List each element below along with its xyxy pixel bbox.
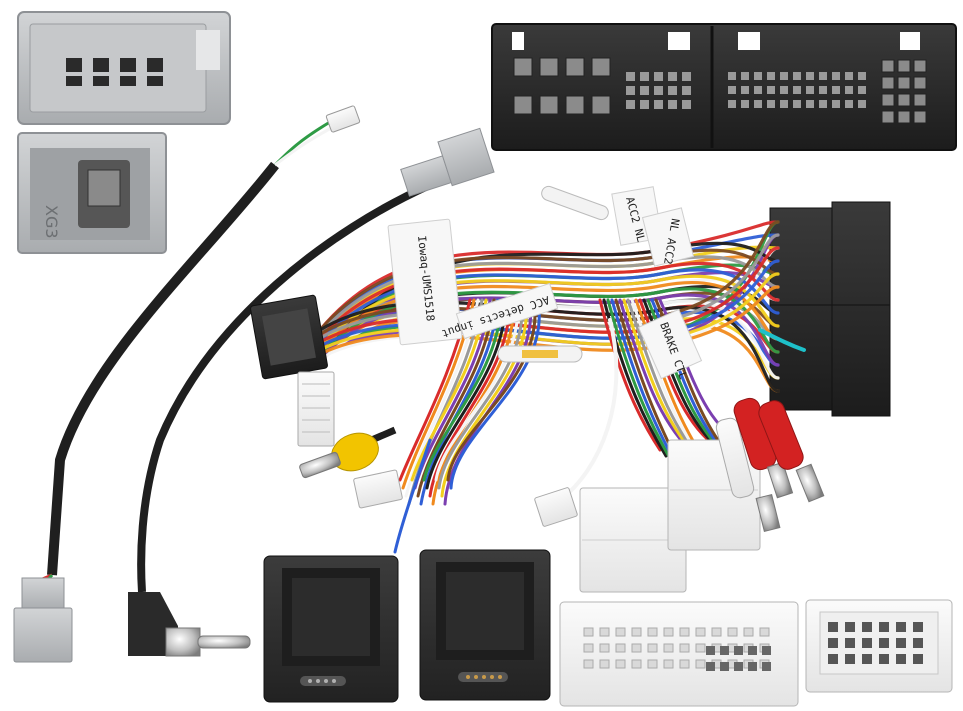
- tag-acc2-b: NL ACC2: [641, 207, 695, 267]
- gray-plug-xg3: XG3: [17, 132, 167, 254]
- rca-red-left: [733, 397, 794, 499]
- white-small-plug-center: [353, 469, 403, 509]
- module-right: [419, 549, 551, 701]
- gray-inline-plug-bottom-left: [13, 577, 73, 663]
- white-connector-bottom-a: [559, 601, 799, 707]
- antenna-din-plug: [128, 592, 251, 657]
- tag-brake: BRAKE CTL: [637, 308, 703, 381]
- small-white-2pin-plug: [325, 105, 361, 133]
- left-black-cable: [39, 120, 336, 583]
- fuse-holder: [497, 185, 609, 363]
- module-left: [263, 555, 399, 703]
- white-connector-large: [579, 487, 687, 593]
- tag-model: Iowaq-UMS1518: [387, 218, 463, 346]
- black-side-connector: [769, 201, 891, 417]
- black-square-connector: [250, 294, 328, 380]
- gray-plug-mark: XG3: [42, 205, 61, 239]
- antenna-cable: [137, 181, 432, 593]
- gray-4pin-connector: [17, 11, 231, 125]
- rca-red-right: [758, 400, 825, 503]
- antenna-gray-plug: [400, 127, 495, 197]
- black-main-connector: [491, 23, 957, 151]
- white-small-plug-right: [534, 487, 578, 527]
- white-connector-bottom-b: [805, 599, 953, 693]
- white-connector-left: [297, 371, 335, 447]
- rca-white: [715, 417, 781, 533]
- rca-yellow: [299, 426, 397, 479]
